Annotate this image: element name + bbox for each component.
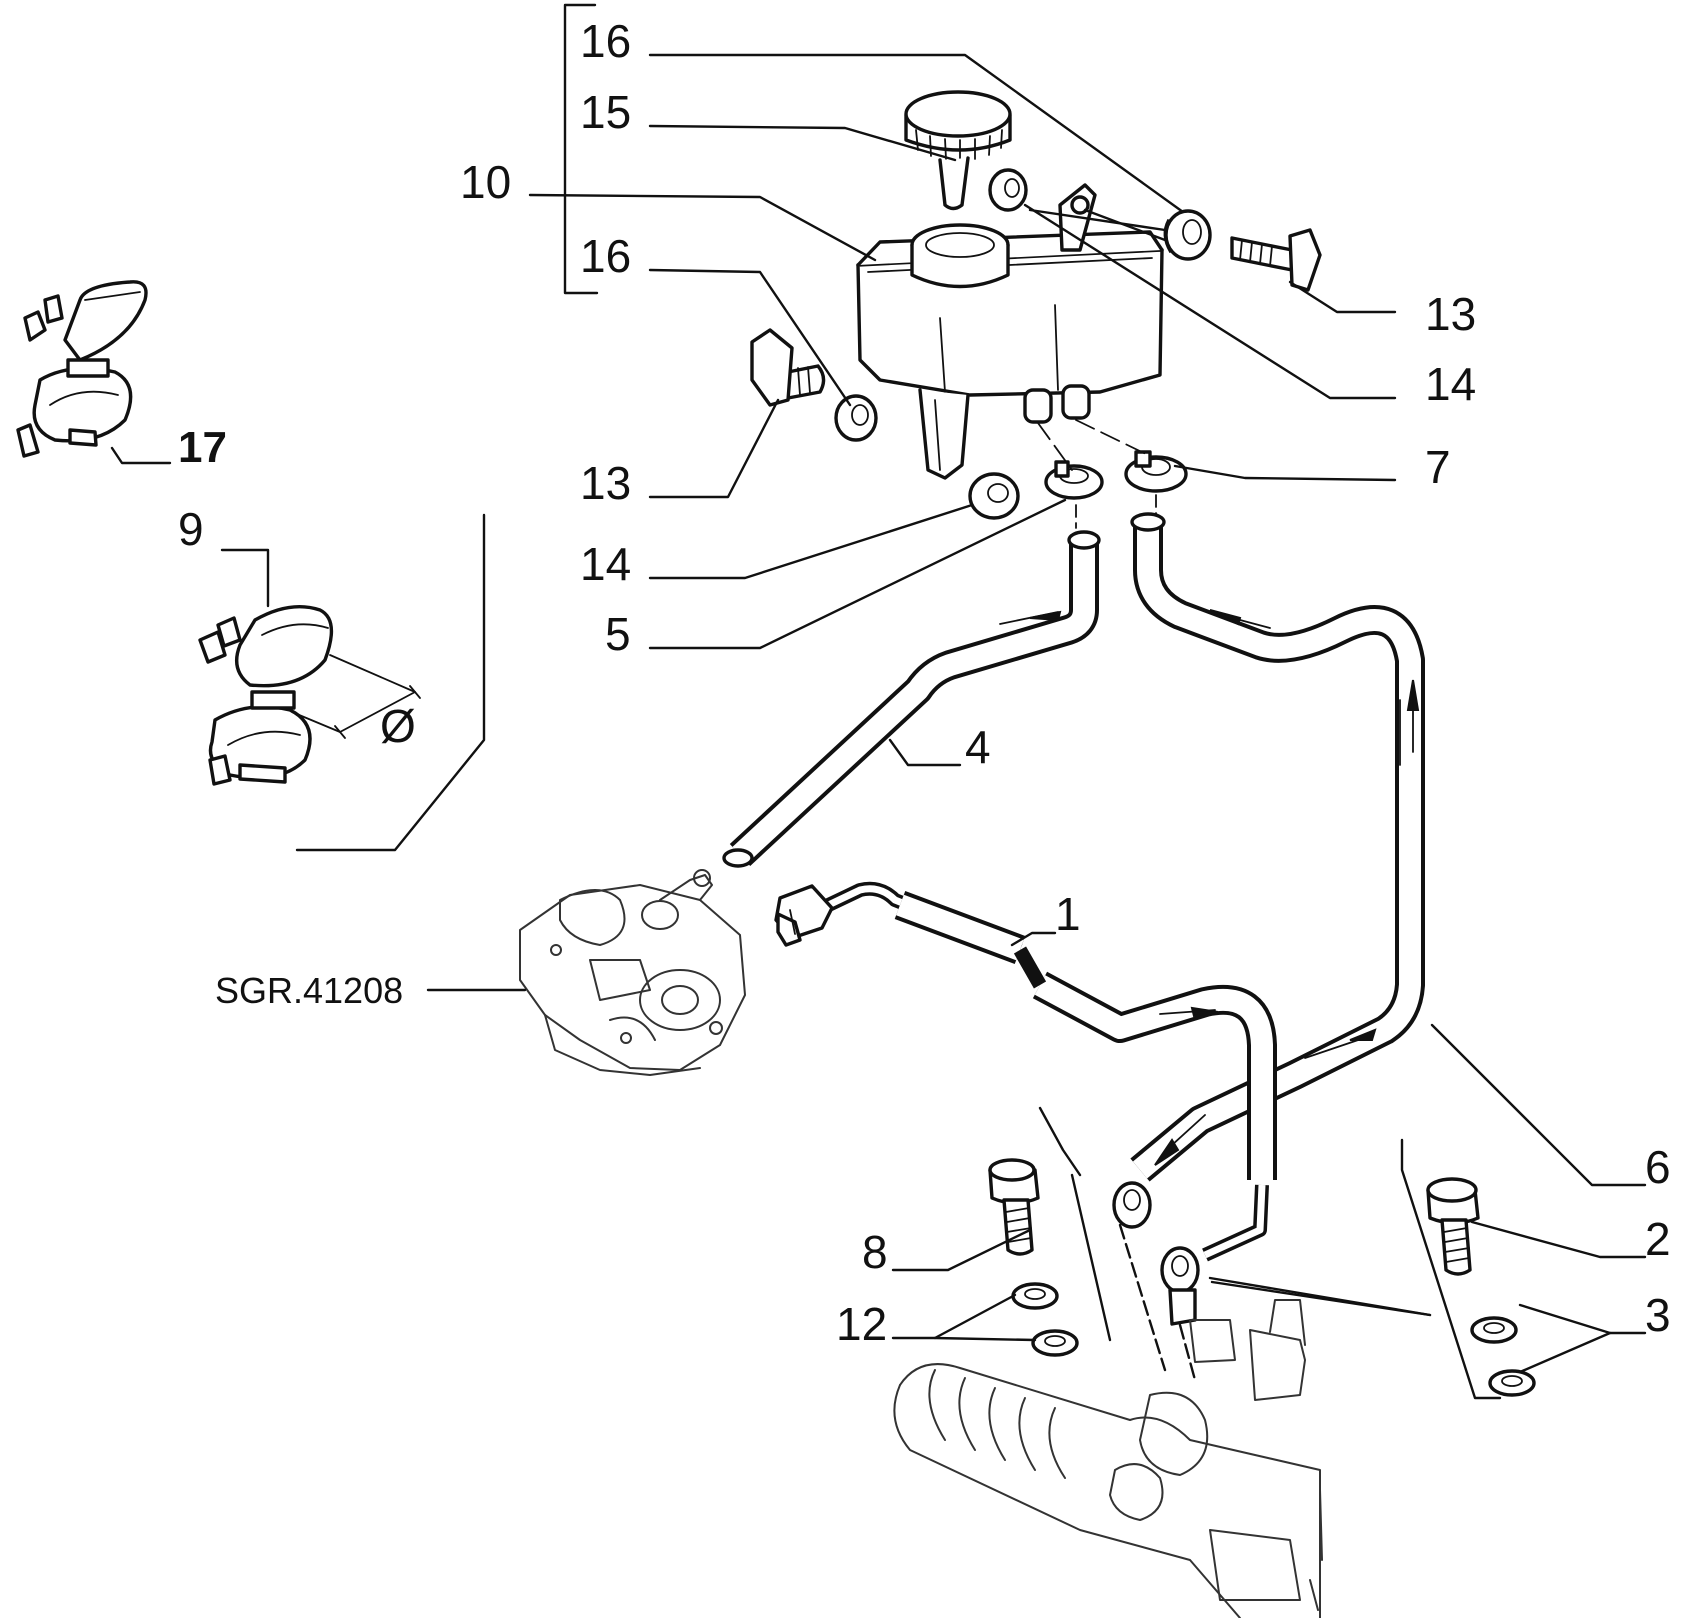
washer-3-upper [1470, 1316, 1518, 1344]
grommet-left [834, 394, 878, 442]
steering-pump [519, 869, 746, 1076]
banjo-fitting-left [1112, 1181, 1167, 1372]
callout-2: 2 [1645, 1213, 1671, 1265]
callout-9: 9 [178, 503, 204, 555]
leader-lines [110, 53, 1647, 1374]
hose-clamp-5 [1044, 460, 1104, 500]
pressure-pipe-1 [774, 881, 1277, 1262]
callout-12: 12 [836, 1298, 887, 1350]
reference-code-label: SGR.41208 [215, 970, 403, 1011]
screw-left [750, 328, 826, 407]
screw-right [1230, 228, 1322, 292]
detail-divider [295, 513, 486, 852]
supply-hose-4 [722, 530, 1101, 868]
callout-labels: 16 15 10 16 13 14 13 14 7 5 17 9 4 1 6 2… [178, 15, 1671, 1350]
callout-14-left: 14 [580, 538, 631, 590]
washer-3-lower [1488, 1369, 1536, 1397]
callout-5: 5 [605, 608, 631, 660]
fluid-reservoir [856, 183, 1164, 480]
grommet-upper-right [1163, 209, 1212, 261]
diameter-symbol: Ø [380, 700, 416, 752]
hose-clip-9 [198, 604, 421, 786]
callout-16-top: 16 [580, 15, 631, 67]
callout-17: 17 [178, 423, 227, 472]
bolt-group-brackets [1038, 1106, 1502, 1400]
callout-10: 10 [460, 156, 511, 208]
callout-3: 3 [1645, 1289, 1671, 1341]
washer-12-upper [1011, 1282, 1059, 1310]
callout-1: 1 [1055, 888, 1081, 940]
return-hose-6 [1130, 512, 1425, 1182]
steering-rack [893, 1299, 1323, 1618]
banjo-fitting-right [1160, 1246, 1200, 1382]
hose-clip-17 [16, 280, 148, 458]
callout-16-lower: 16 [580, 230, 631, 282]
reservoir-cap [904, 90, 1012, 211]
banjo-bolt-8 [988, 1158, 1040, 1256]
washer-12-lower [1031, 1329, 1079, 1357]
reservoir-group-bracket [563, 3, 599, 295]
callout-13-left: 13 [580, 457, 631, 509]
grommet-upper-mid [988, 168, 1028, 212]
callout-15: 15 [580, 86, 631, 138]
callout-7: 7 [1425, 441, 1451, 493]
callout-14-right: 14 [1425, 358, 1476, 410]
callout-13-right: 13 [1425, 288, 1476, 340]
hose-clamp-7 [1124, 450, 1188, 493]
callout-6: 6 [1645, 1141, 1671, 1193]
callout-4: 4 [965, 721, 991, 773]
banjo-bolt-2 [1426, 1177, 1480, 1276]
callout-8: 8 [862, 1226, 888, 1278]
spacer-lower [968, 472, 1020, 520]
